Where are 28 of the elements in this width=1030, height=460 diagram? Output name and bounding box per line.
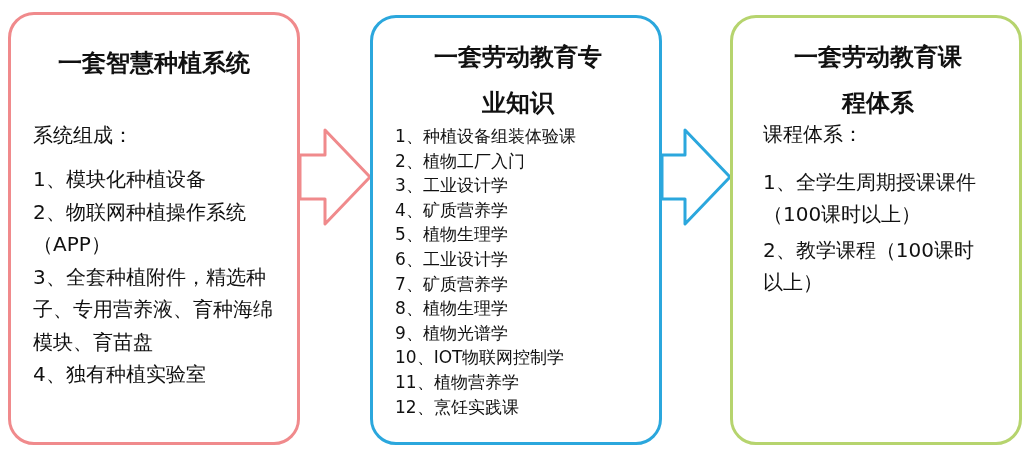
list-item: 3、全套种植附件，精选种子、专用营养液、育种海绵模块、育苗盘 — [33, 263, 273, 356]
list-item: 7、矿质营养学 — [395, 272, 509, 296]
box-heading: 一套智慧种植系统 — [57, 48, 251, 79]
list-item: 5、植物生理学 — [395, 223, 509, 247]
section-label: 系统组成： — [33, 122, 133, 149]
list-item: 10、IOT物联网控制学 — [395, 346, 566, 370]
rounded-box — [8, 12, 300, 445]
section-label: 课程体系： — [763, 121, 863, 148]
list-item: 4、矿质营养学 — [395, 198, 509, 222]
list-item: 1、全学生周期授课课件（100课时以上） — [763, 169, 977, 228]
rounded-box — [370, 15, 662, 445]
list-item: 3、工业设计学 — [395, 174, 509, 198]
box-heading: 一套劳动教育课程体系 — [793, 42, 963, 119]
box-heading: 一套劳动教育专业知识 — [433, 42, 603, 119]
list-item: 11、植物营养学 — [395, 370, 520, 394]
list-item: 1、种植设备组装体验课 — [395, 125, 577, 148]
list-item: 12、烹饪实践课 — [395, 395, 520, 419]
list-item: 2、教学课程（100课时以上） — [763, 237, 975, 296]
list-item: 9、植物光谱学 — [395, 321, 509, 345]
list-item: 8、植物生理学 — [395, 297, 509, 321]
list-item: 1、模块化种植设备 — [33, 166, 207, 193]
block-arrow — [298, 128, 372, 226]
block-arrow — [660, 128, 732, 226]
rounded-box — [730, 15, 1022, 445]
list-item: 2、植物工厂入门 — [395, 149, 526, 173]
list-item: 6、工业设计学 — [395, 247, 509, 271]
list-item: 2、物联网种植操作系统（APP） — [33, 198, 247, 258]
list-item: 4、独有种植实验室 — [33, 361, 207, 388]
